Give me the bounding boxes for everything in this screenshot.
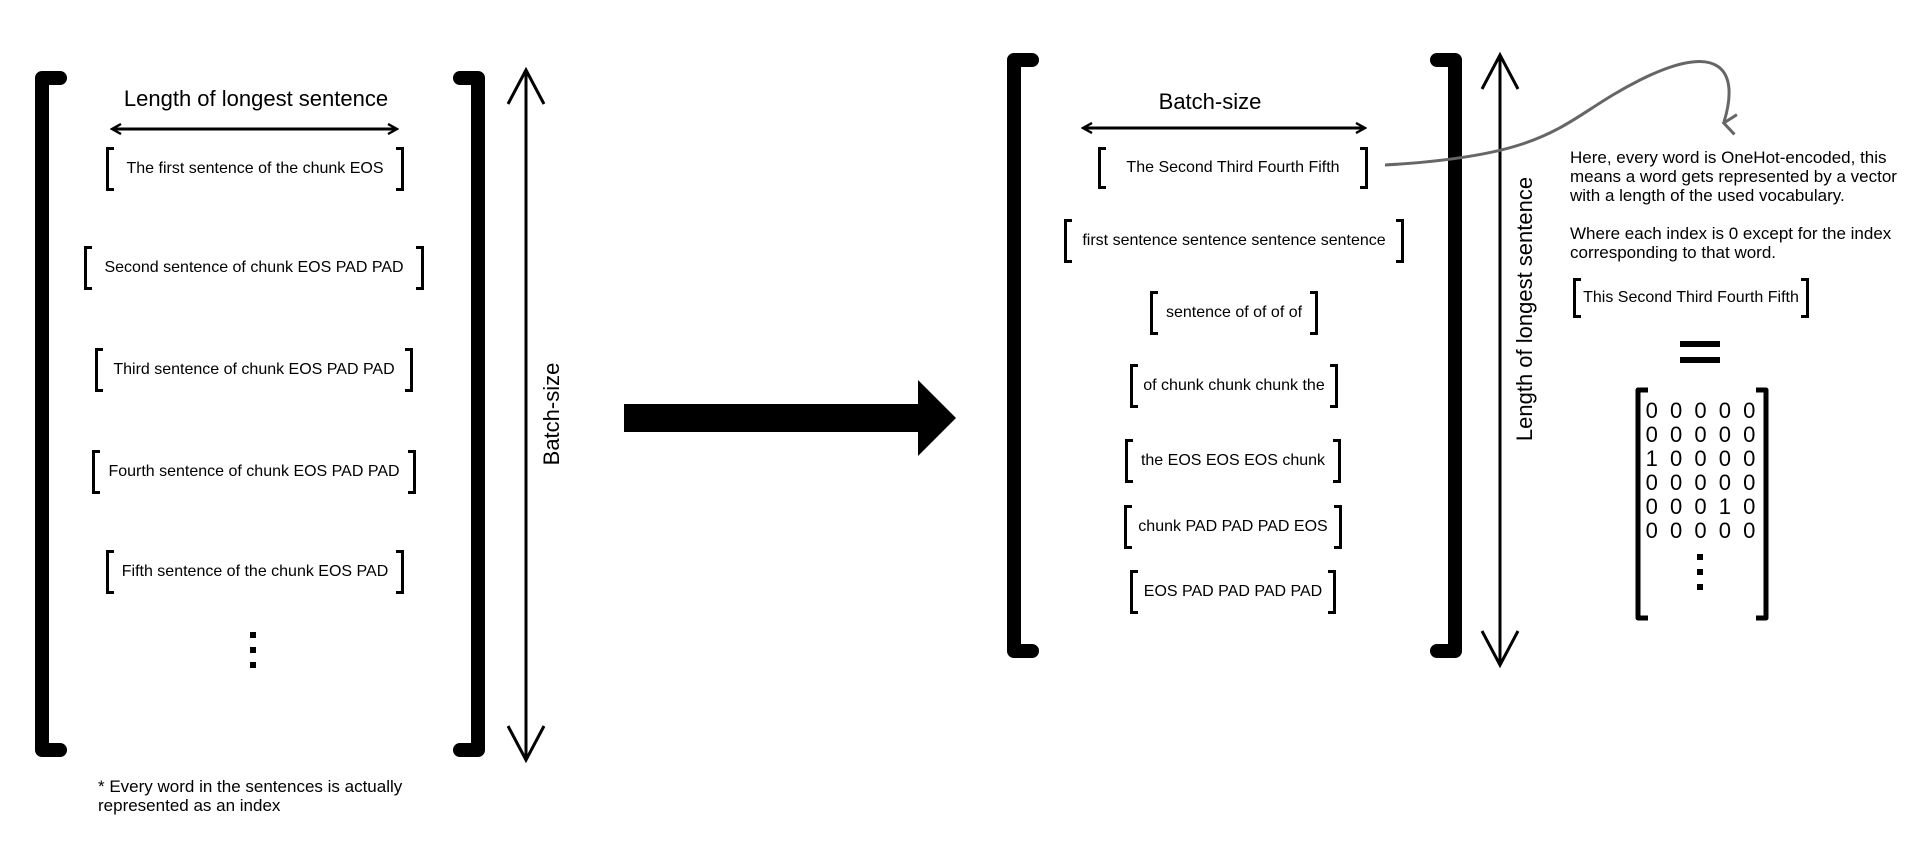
onehot-explanation-1: Here, every word is OneHot-encoded, this… xyxy=(1570,148,1897,205)
left-footnote: * Every word in the sentences is actuall… xyxy=(98,777,403,815)
left-sentence-3: Third sentence of chunk EOS PAD PAD xyxy=(95,348,413,392)
onehot-curve-arrow xyxy=(1384,60,1738,167)
onehot-matrix-row-4: 0 0 0 0 0 xyxy=(1645,470,1759,495)
left-sentence-4: Fourth sentence of chunk EOS PAD PAD xyxy=(92,450,416,494)
onehot-matrix-row-3: 1 0 0 0 0 xyxy=(1645,446,1759,471)
left-sentence-5: Fifth sentence of the chunk EOS PAD xyxy=(106,550,404,594)
onehot-example-row: This Second Third Fourth Fifth xyxy=(1573,278,1809,318)
right-batch-label: Batch-size xyxy=(1158,89,1262,114)
left-sentence-1: The first sentence of the chunk EOS xyxy=(106,147,404,191)
onehot-matrix-open-bracket xyxy=(1635,387,1648,621)
left-sentence-2: Second sentence of chunk EOS PAD PAD xyxy=(84,246,424,290)
onehot-matrix-row-2: 0 0 0 0 0 xyxy=(1645,422,1759,447)
onehot-matrix-close-bracket xyxy=(1756,387,1769,621)
equals-bar-bottom xyxy=(1680,357,1720,363)
right-row-7: EOS PAD PAD PAD PAD xyxy=(1130,570,1336,614)
right-matrix-close-bracket xyxy=(1430,53,1462,658)
right-row-1: The Second Third Fourth Fifth xyxy=(1098,147,1368,189)
onehot-matrix-row-1: 0 0 0 0 0 xyxy=(1645,398,1759,423)
right-row-6: chunk PAD PAD PAD EOS xyxy=(1124,505,1342,549)
transform-arrow-shaft xyxy=(624,404,924,432)
right-length-label: Length of longest sentence xyxy=(1512,176,1537,442)
transform-arrow-head xyxy=(918,380,956,456)
onehot-ellipsis-dots xyxy=(1697,554,1703,599)
left-matrix-close-bracket xyxy=(453,71,485,757)
right-row-2: first sentence sentence sentence sentenc… xyxy=(1064,219,1404,263)
left-batch-label: Batch-size xyxy=(539,362,564,466)
left-ellipsis-dots xyxy=(250,632,256,677)
onehot-matrix-row-6: 0 0 0 0 0 xyxy=(1645,518,1759,543)
left-matrix-open-bracket xyxy=(35,71,67,757)
onehot-matrix-row-5: 0 0 0 1 0 xyxy=(1645,494,1759,519)
right-row-4: of chunk chunk chunk the xyxy=(1130,364,1338,408)
equals-bar-top xyxy=(1680,341,1720,347)
right-row-5: the EOS EOS EOS chunk xyxy=(1125,439,1341,483)
left-length-label: Length of longest sentence xyxy=(123,86,389,111)
right-row-3: sentence of of of of xyxy=(1150,291,1318,335)
onehot-explanation-2: Where each index is 0 except for the ind… xyxy=(1570,224,1892,262)
right-matrix-open-bracket xyxy=(1007,53,1039,658)
